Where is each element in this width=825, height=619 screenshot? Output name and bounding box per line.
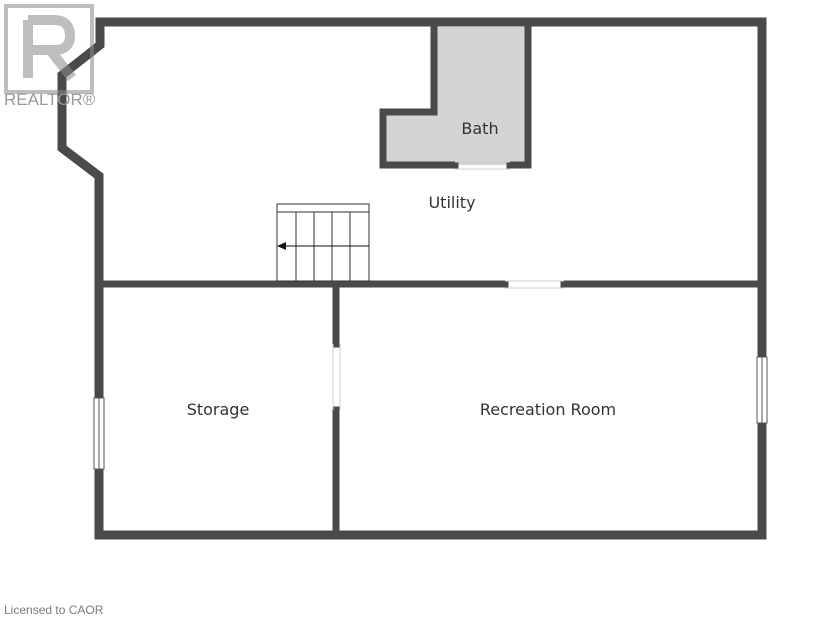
- interior-walls: [99, 23, 762, 536]
- window-left: [93, 397, 105, 470]
- room-label-recreation-room: Recreation Room: [480, 400, 616, 419]
- bath-floor: [383, 27, 527, 165]
- room-label-storage: Storage: [187, 400, 250, 419]
- door-openings: [332, 161, 564, 410]
- room-label-bath: Bath: [461, 119, 498, 138]
- stair-arrow-icon: [277, 242, 369, 250]
- realtor-watermark-text: REALTOR®: [4, 90, 96, 109]
- room-label-utility: Utility: [428, 193, 475, 212]
- staircase: [276, 203, 370, 282]
- window-right: [756, 356, 768, 424]
- license-text: Licensed to CAOR: [4, 603, 104, 617]
- realtor-r-logo-icon: [4, 4, 94, 94]
- outer-walls: [57, 17, 767, 540]
